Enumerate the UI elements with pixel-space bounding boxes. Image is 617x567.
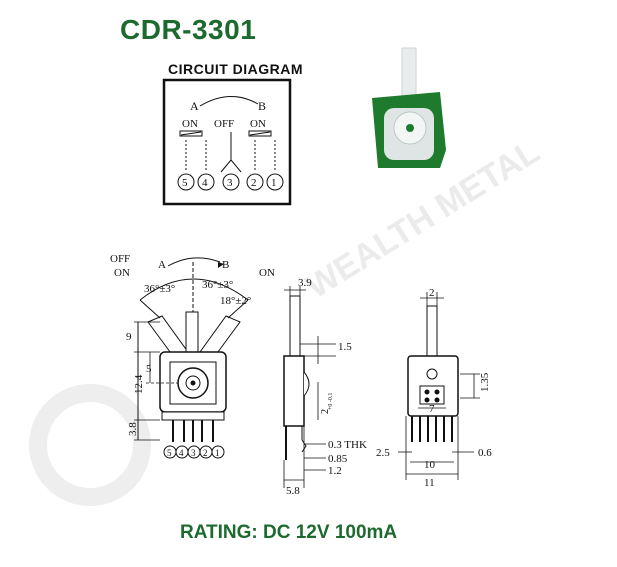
front-label-a: A xyxy=(158,259,166,271)
circuit-diagram-label: CIRCUIT DIAGRAM xyxy=(168,61,304,77)
side-dim-tol: +0 -0.1 xyxy=(328,393,334,410)
rear-dim-7: 7 xyxy=(429,403,435,415)
front-label-off: OFF xyxy=(110,253,130,265)
product-title: CDR-3301 xyxy=(120,14,257,45)
side-dim-0-85: 0.85 xyxy=(328,453,348,465)
side-dim-5-8: 5.8 xyxy=(286,485,300,497)
rear-dim-11: 11 xyxy=(424,477,435,489)
circuit-pos-a: A xyxy=(190,99,199,113)
front-pin-1: 1 xyxy=(215,448,220,458)
circuit-pin-2: 2 xyxy=(251,177,257,189)
circuit-pin-5: 5 xyxy=(182,177,188,189)
rear-dim-2-5: 2.5 xyxy=(376,447,390,459)
circuit-state-off: OFF xyxy=(214,118,234,130)
rear-dim-0-6: 0.6 xyxy=(478,447,492,459)
front-angle-left: 36°±3° xyxy=(144,283,175,295)
rear-dim-1-35: 1.35 xyxy=(479,372,491,392)
front-label-on-right: ON xyxy=(259,267,275,279)
circuit-pin-3: 3 xyxy=(227,177,233,189)
side-dim-0-3: 0.3 THK xyxy=(328,439,367,451)
front-pin-2: 2 xyxy=(203,448,208,458)
front-dim-12-4: 12.4 xyxy=(133,374,145,394)
side-dim-3-9: 3.9 xyxy=(298,277,312,289)
front-label-b: B xyxy=(222,259,229,271)
circuit-pin-4: 4 xyxy=(202,177,208,189)
circuit-pos-b: B xyxy=(258,99,266,113)
product-photo xyxy=(372,47,446,168)
circuit-diagram: A B ON OFF ON 5 4 3 2 1 xyxy=(162,78,292,206)
watermark-logo xyxy=(29,384,151,506)
front-label-on-left: ON xyxy=(114,267,130,279)
front-pin-3: 3 xyxy=(191,448,196,458)
circuit-state-on-right: ON xyxy=(250,118,266,130)
rear-dim-10: 10 xyxy=(424,459,436,471)
side-dim-1-2: 1.2 xyxy=(328,465,342,477)
circuit-pin-1: 1 xyxy=(271,177,277,189)
front-angle-small: 18°±2° xyxy=(220,295,251,307)
front-pin-5: 5 xyxy=(167,448,172,458)
front-dim-3-8: 3.8 xyxy=(127,422,139,436)
front-dim-9: 9 xyxy=(126,331,132,343)
front-pin-4: 4 xyxy=(179,448,184,458)
rear-dim-2: 2 xyxy=(429,287,435,299)
circuit-state-on-left: ON xyxy=(182,118,198,130)
side-view xyxy=(283,286,336,488)
rating-text: RATING: DC 12V 100mA xyxy=(180,522,398,543)
side-dim-1-5: 1.5 xyxy=(338,341,352,353)
rear-view xyxy=(398,292,480,480)
front-angle-right: 36°±3° xyxy=(202,279,233,291)
front-dim-5: 5 xyxy=(146,363,152,375)
front-view xyxy=(134,257,249,459)
side-dim-2: 2 xyxy=(320,409,331,414)
